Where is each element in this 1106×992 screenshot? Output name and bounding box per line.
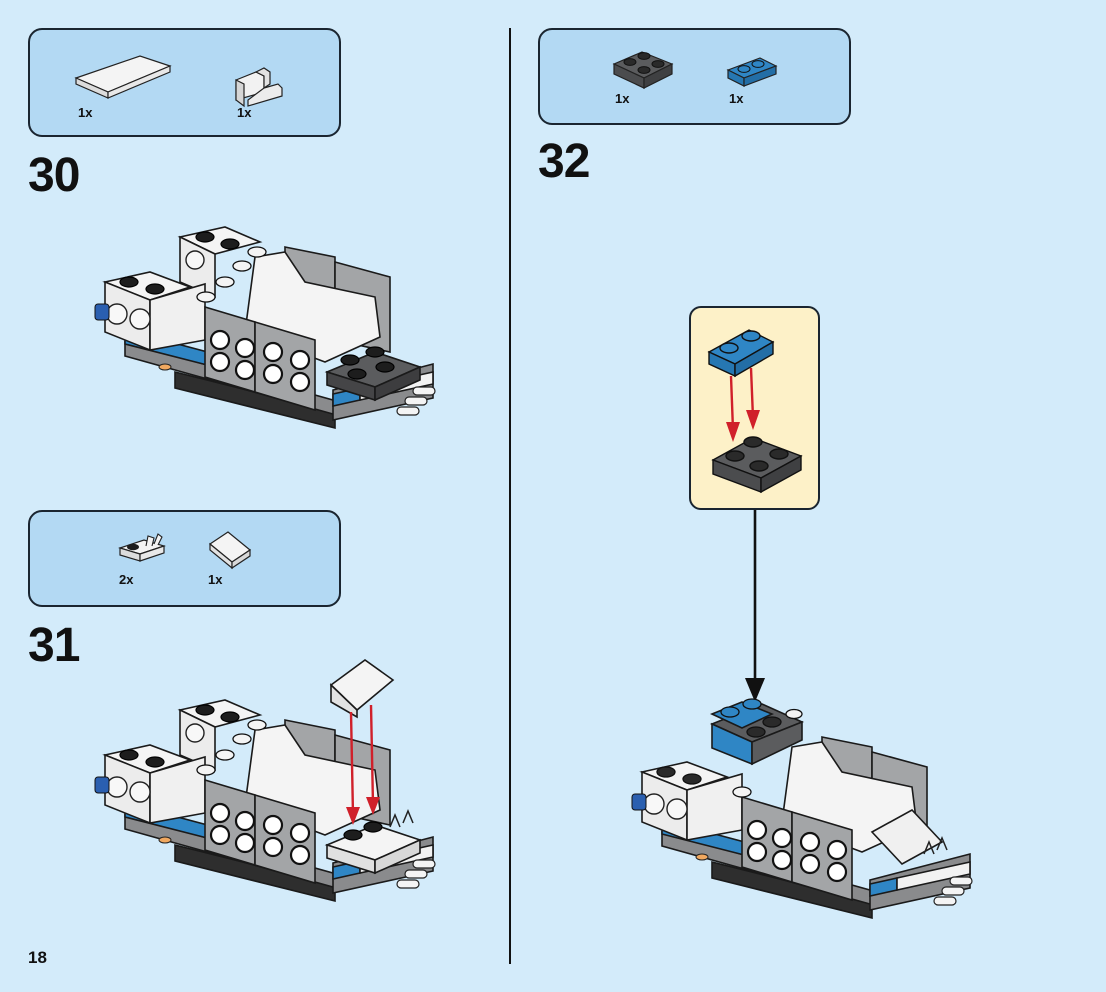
part-quantity: 1x (615, 91, 630, 106)
step-number: 31 (28, 619, 80, 672)
sub-assembly-callout (689, 306, 820, 510)
part-blue-plate-icon (726, 57, 778, 87)
parts-list-step-30: 1x 1x (28, 28, 341, 137)
column-divider (509, 28, 511, 964)
part-quantity: 1x (237, 105, 252, 120)
step-number: 30 (28, 149, 80, 202)
part-dark-gray-plate-icon (612, 51, 674, 89)
attach-arrow (745, 510, 765, 702)
sub-assembly-illustration (707, 329, 803, 494)
part-quantity: 1x (78, 105, 93, 120)
model-illustration-step-32 (631, 698, 973, 920)
part-quantity: 1x (729, 91, 744, 106)
model-illustration-step-30 (94, 226, 436, 430)
step-number: 32 (538, 135, 590, 188)
part-quantity: 1x (208, 572, 223, 587)
part-white-tile-icon (74, 55, 172, 99)
parts-list-step-31: 2x 1x (28, 510, 341, 607)
part-white-plate-clip-icon (118, 533, 166, 562)
part-quantity: 2x (119, 572, 134, 587)
part-white-bracket-icon (235, 67, 283, 108)
page-number: 18 (28, 948, 47, 967)
parts-list-step-32: 1x 1x (538, 28, 851, 125)
model-illustration-step-31 (94, 659, 436, 903)
part-white-slope-icon (208, 531, 252, 570)
